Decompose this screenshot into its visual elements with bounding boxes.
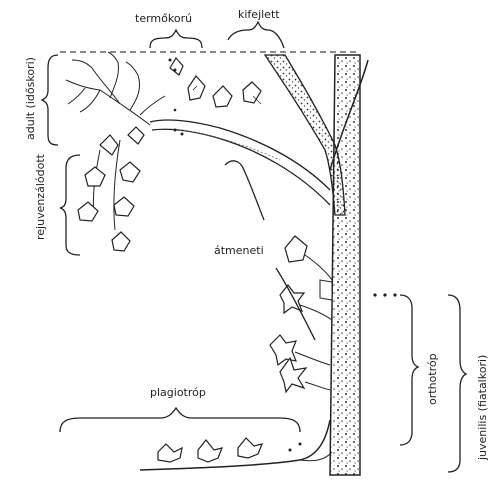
label-juvenilis: juvenilis (fiatalkori)	[476, 355, 489, 461]
plagiotrop-shoot	[140, 420, 332, 470]
adult-twigs	[66, 52, 165, 125]
plagiotrop-leaves	[158, 438, 262, 462]
brace-juvenilis	[448, 295, 466, 472]
brace-adult	[42, 55, 58, 145]
label-atmeneti: átmeneti	[214, 244, 264, 257]
brace-plagiotrop	[60, 408, 300, 432]
label-termokoru: termőkorú	[135, 12, 192, 25]
label-kifejlett: kifejlett	[238, 8, 280, 21]
brace-kifejlett	[228, 22, 284, 48]
brace-termokoru	[150, 30, 202, 48]
trunk	[320, 55, 368, 475]
main-stem	[150, 55, 345, 215]
label-plagiotrop: plagiotróp	[150, 386, 206, 399]
label-rejuvenated: rejuvenzálódott	[34, 153, 47, 240]
brace-orthotrop	[400, 295, 418, 445]
label-adult: adult (időskori)	[24, 57, 37, 140]
rejuvenated-leaves	[78, 162, 140, 251]
brace-rejuvenated	[60, 155, 80, 255]
label-orthotrop: orthotróp	[426, 353, 439, 405]
